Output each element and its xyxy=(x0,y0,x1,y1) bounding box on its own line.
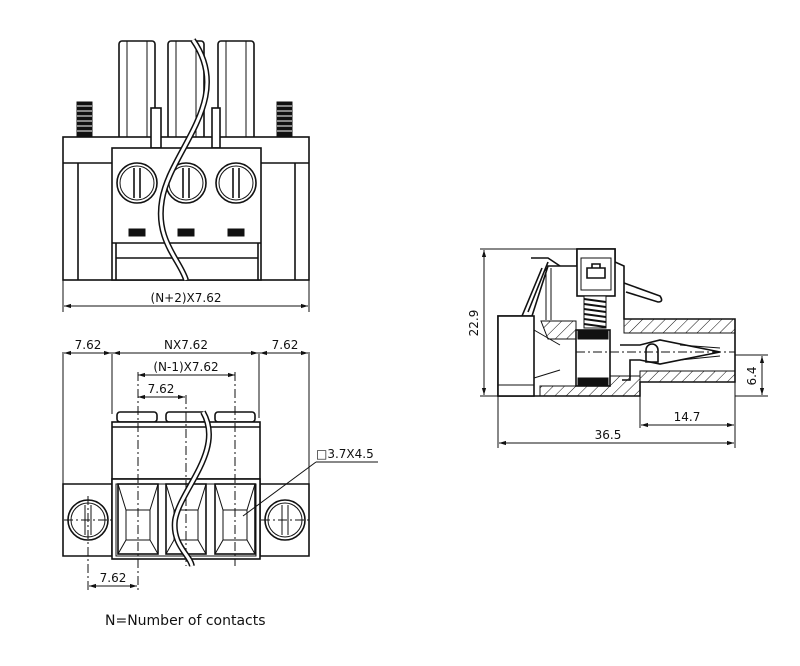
spring-icon xyxy=(583,295,607,329)
flange-screw-left-icon xyxy=(76,101,93,139)
dim-height: 22.9 xyxy=(467,310,481,337)
flange-screw-right-icon xyxy=(276,101,293,139)
dim-total-length: 36.5 xyxy=(595,428,622,442)
top-view: (N+2)X7.62 xyxy=(62,38,310,312)
dim-right-margin: 7.62 xyxy=(272,338,299,352)
dim-wire-opening: □3.7X4.5 xyxy=(316,447,374,461)
front-view: 7.62 NX7.62 7.62 (N-1)X7.62 7.62 xyxy=(62,338,378,590)
dim-pitch: 7.62 xyxy=(148,382,175,396)
wire xyxy=(171,410,212,567)
dim-pin-height: 6.4 xyxy=(745,366,759,385)
dim-overall-width: (N+2)X7.62 xyxy=(151,291,222,305)
terminal-screw-icon xyxy=(215,162,257,204)
terminal-screw-icon xyxy=(116,162,158,204)
wire xyxy=(157,38,210,282)
terminal-head xyxy=(111,147,262,281)
dim-n-pitch: NX7.62 xyxy=(164,338,208,352)
dim-flange-pitch: 7.62 xyxy=(100,571,127,585)
top-pins xyxy=(118,40,255,140)
contacts-note: N=Number of contacts xyxy=(105,613,266,629)
side-view: 22.9 6.4 14.7 36.5 xyxy=(467,248,768,448)
dim-pin-length: 14.7 xyxy=(674,410,701,424)
dim-span: (N-1)X7.62 xyxy=(153,360,218,374)
dim-left-margin: 7.62 xyxy=(75,338,102,352)
